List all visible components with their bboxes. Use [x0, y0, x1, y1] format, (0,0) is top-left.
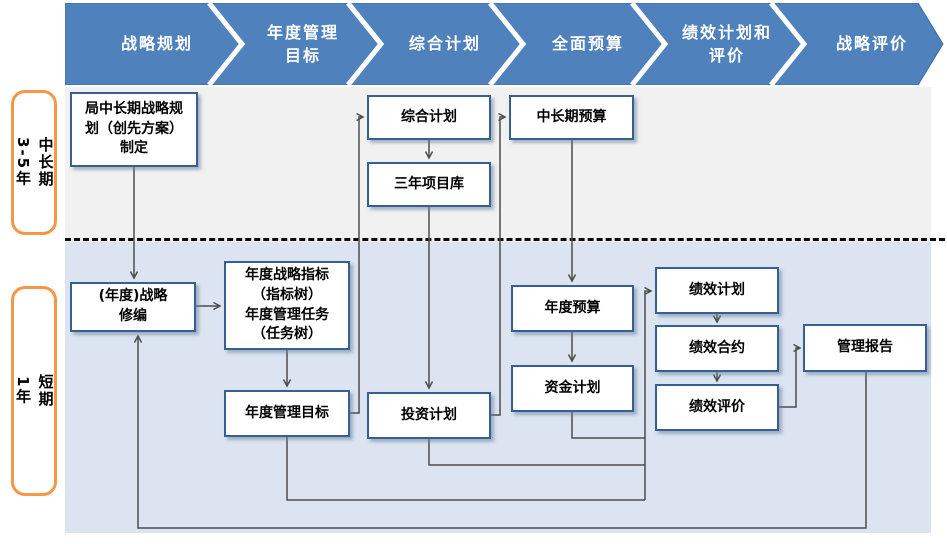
- banner-stage-comprehensive-plan: 综合计划: [408, 34, 481, 54]
- banner-chevron-separator: [488, 3, 527, 85]
- box-annual-mgmt-target: 年度管理目标: [224, 390, 350, 437]
- box-three-year-project-library: 三年项目库: [367, 162, 491, 207]
- box-comprehensive-plan: 综合计划: [367, 95, 491, 140]
- box-bureau-plan: 局中长期战略规 划（创先方案） 制定: [70, 92, 198, 167]
- connector-evaluation-to-report: [779, 343, 802, 408]
- banner-stage-annual-mgmt-target: 年度管理 目标: [266, 22, 339, 65]
- connector-fund-plan-feed: [571, 412, 645, 439]
- timeline-divider-dashed-line: [65, 238, 945, 241]
- short-term-region: [65, 242, 931, 533]
- banner-chevron-separator: [346, 3, 385, 85]
- banner-stage-strategy-evaluation: 战略评价: [835, 34, 908, 54]
- connector-annual-target-feed: [286, 437, 645, 501]
- box-performance-contract: 绩效合约: [655, 325, 779, 372]
- box-performance-plan: 绩效计划: [655, 267, 779, 314]
- box-management-report: 管理报告: [803, 324, 927, 372]
- banner-chevron-separator: [207, 3, 246, 85]
- connector-annual-target-to-comprehensive: [350, 112, 365, 414]
- banner-stage-strategic-planning: 战略规划: [120, 34, 193, 54]
- connector-report-feedback-to-revision: [133, 334, 867, 529]
- box-fund-plan: 资金计划: [511, 365, 634, 412]
- banner-chevron-separator: [769, 3, 808, 85]
- banner-chevron-separator: [630, 3, 669, 85]
- connector-investment-feed: [428, 439, 645, 466]
- box-mid-long-term-budget: 中长期预算: [509, 95, 634, 140]
- box-performance-evaluation: 绩效评价: [655, 384, 779, 431]
- box-annual-strategy-revision: (年度)战略 修编: [70, 282, 196, 332]
- box-annual-indicators-tasks: 年度战略指标 （指标树） 年度管理任务 （任务树）: [224, 261, 350, 350]
- timeline-label-mid-long-term: 中长期 3-5年: [11, 90, 57, 235]
- connector-investment-to-midlong-budget: [491, 112, 507, 416]
- connector-feeds-to-performance-plan: [644, 286, 653, 500]
- mid-long-term-region: [65, 87, 931, 242]
- box-annual-budget: 年度预算: [511, 285, 634, 332]
- timeline-label-short-term: 短期 1年: [11, 286, 57, 496]
- box-investment-plan: 投资计划: [367, 392, 491, 439]
- banner-arrow-shape: [65, 3, 944, 85]
- banner-stage-full-budget: 全面预算: [551, 34, 624, 54]
- process-banner: [65, 3, 944, 85]
- banner-stage-performance-plan-eval: 绩效计划和 评价: [681, 22, 772, 65]
